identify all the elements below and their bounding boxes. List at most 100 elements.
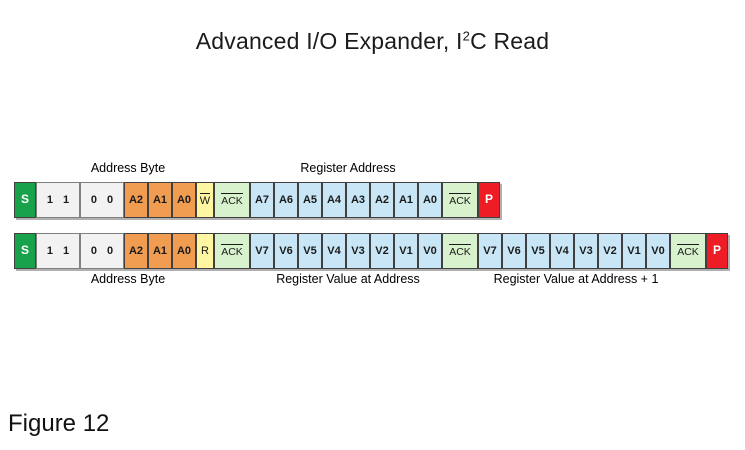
group-label: Address Byte [90, 272, 166, 286]
title-text-suffix: C Read [470, 28, 550, 54]
cell-a1: A1 [394, 182, 418, 218]
cell-text: V5 [303, 244, 317, 257]
cell-text: P [484, 192, 493, 207]
cell-text: A2 [128, 193, 144, 206]
cell-text: 0 [90, 244, 98, 257]
cell-v4: V4 [322, 233, 346, 269]
cell-text: V0 [423, 244, 437, 257]
cell-text: V4 [555, 244, 569, 257]
cell-text: A2 [374, 193, 390, 206]
cell-text: A1 [152, 193, 168, 206]
cell-text-overlined: ACK [677, 243, 699, 258]
cell-text: A0 [422, 193, 438, 206]
cell-v6: V6 [502, 233, 526, 269]
group-label: Address Byte [90, 161, 166, 175]
cell-p: P [478, 182, 500, 218]
cell-v3: V3 [346, 233, 370, 269]
page-title: Advanced I/O Expander, I2C Read [0, 28, 745, 54]
cell-text-overlined: W [199, 192, 211, 207]
cell-ack: ACK [214, 182, 250, 218]
cell-text: A0 [176, 244, 192, 257]
cell-text: V5 [531, 244, 545, 257]
cell-s: S [14, 182, 36, 218]
cell-v0: V0 [646, 233, 670, 269]
cell-v4: V4 [550, 233, 574, 269]
figure-caption: Figure 12 [8, 410, 110, 437]
cell-a6: A6 [274, 182, 298, 218]
cell-v1: V1 [622, 233, 646, 269]
cell-v0: V0 [418, 233, 442, 269]
cell-a1: A1 [148, 233, 172, 269]
cell-a1: A1 [148, 182, 172, 218]
title-superscript: 2 [462, 28, 471, 44]
cell-text: 0 [106, 244, 114, 257]
cell-text: A5 [302, 193, 318, 206]
cell-text: V7 [483, 244, 497, 257]
cell-text: 1 [62, 193, 70, 206]
cell-text: V6 [279, 244, 293, 257]
cell-a7: A7 [250, 182, 274, 218]
cell-text: V2 [375, 244, 389, 257]
cell-text: A7 [254, 193, 270, 206]
cell-v5: V5 [298, 233, 322, 269]
cell-text-overlined: ACK [221, 243, 243, 258]
cell-text: A1 [152, 244, 168, 257]
cell-text: V0 [651, 244, 665, 257]
cell-text: S [20, 243, 29, 258]
cell-v6: V6 [274, 233, 298, 269]
cell-a5: A5 [298, 182, 322, 218]
group-label: Register Value at Address + 1 [493, 272, 659, 286]
cell-text: A4 [326, 193, 342, 206]
cell-text-overlined: ACK [221, 192, 243, 207]
cell-a2: A2 [124, 182, 148, 218]
cell-text: V4 [327, 244, 341, 257]
cell-text: A1 [398, 193, 414, 206]
cell-text: 1 [62, 244, 70, 257]
cell-text: 0 [90, 193, 98, 206]
cell-text: 1 [46, 244, 54, 257]
cell-a0: A0 [172, 233, 196, 269]
cell-a2: A2 [124, 233, 148, 269]
cell-text: V6 [507, 244, 521, 257]
cell-text: S [20, 192, 29, 207]
cell-ack: ACK [442, 233, 478, 269]
cell-text: V2 [603, 244, 617, 257]
cell-text-overlined: ACK [449, 243, 471, 258]
cell-ack: ACK [214, 233, 250, 269]
cell-v3: V3 [574, 233, 598, 269]
cell-text: V3 [579, 244, 593, 257]
cell-v5: V5 [526, 233, 550, 269]
cell-w: W [196, 182, 214, 218]
cell-r: R [196, 233, 214, 269]
cell-v7: V7 [478, 233, 502, 269]
cell-a2: A2 [370, 182, 394, 218]
cell-v7: V7 [250, 233, 274, 269]
cell-v2: V2 [598, 233, 622, 269]
cell-ack: ACK [670, 233, 706, 269]
cell-text: V3 [351, 244, 365, 257]
cell-v1: V1 [394, 233, 418, 269]
cell-text: A3 [350, 193, 366, 206]
cell-text-overlined: ACK [449, 192, 471, 207]
cell-ack: ACK [442, 182, 478, 218]
cell-p: P [706, 233, 728, 269]
cell-text: 0 [106, 193, 114, 206]
cell-a0: A0 [418, 182, 442, 218]
cell-a3: A3 [346, 182, 370, 218]
group-label: Register Value at Address [276, 272, 420, 286]
cell-s: S [14, 233, 36, 269]
cell-text: 1 [46, 193, 54, 206]
title-text: Advanced I/O Expander, I [195, 28, 463, 54]
cell-text: A6 [278, 193, 294, 206]
cell-v2: V2 [370, 233, 394, 269]
cell-text: A2 [128, 244, 144, 257]
cell-text: R [201, 244, 209, 257]
cell-a4: A4 [322, 182, 346, 218]
